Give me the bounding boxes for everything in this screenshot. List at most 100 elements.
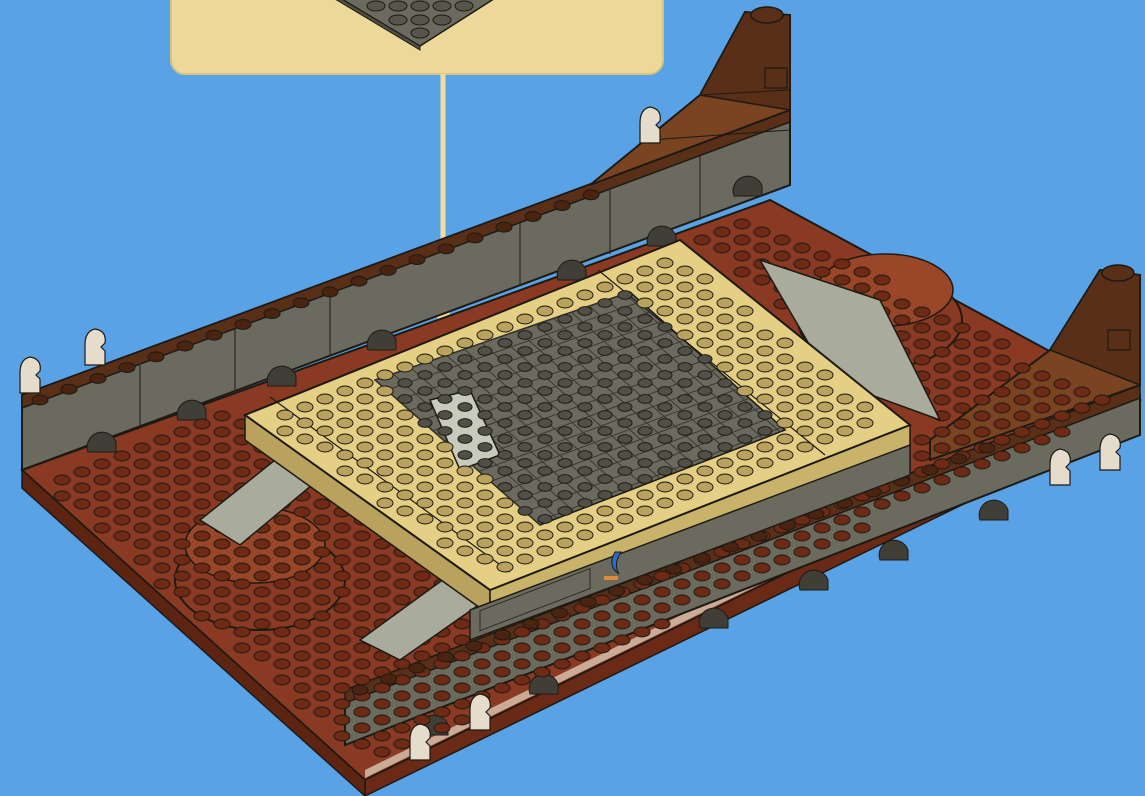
stud bbox=[558, 379, 572, 388]
stud bbox=[337, 386, 353, 396]
stud bbox=[658, 371, 672, 380]
stud bbox=[397, 426, 413, 436]
stud bbox=[638, 347, 652, 356]
stud bbox=[797, 378, 813, 388]
stud bbox=[354, 563, 370, 573]
stud bbox=[657, 258, 673, 268]
stud bbox=[518, 331, 532, 340]
stud bbox=[638, 475, 652, 484]
stud bbox=[154, 547, 170, 557]
stud bbox=[264, 309, 280, 319]
stud bbox=[394, 579, 410, 589]
stud bbox=[314, 627, 330, 637]
stud bbox=[354, 707, 370, 717]
stud bbox=[854, 267, 870, 277]
stud bbox=[523, 619, 539, 629]
stud bbox=[717, 314, 733, 324]
stud bbox=[294, 523, 310, 533]
stud bbox=[658, 339, 672, 348]
stud bbox=[498, 419, 512, 428]
stud bbox=[777, 434, 793, 444]
stud bbox=[317, 410, 333, 420]
stud bbox=[1034, 435, 1050, 445]
stud bbox=[718, 443, 732, 452]
stud bbox=[538, 387, 552, 396]
stud bbox=[558, 427, 572, 436]
stud bbox=[834, 275, 850, 285]
stud bbox=[414, 715, 430, 725]
stud bbox=[134, 443, 150, 453]
stud bbox=[458, 451, 472, 460]
stud bbox=[294, 635, 310, 645]
stud bbox=[558, 491, 572, 500]
stud bbox=[234, 467, 250, 477]
stud bbox=[697, 306, 713, 316]
stud bbox=[954, 339, 970, 349]
stud bbox=[337, 402, 353, 412]
stud bbox=[294, 603, 310, 613]
stud bbox=[954, 387, 970, 397]
stud bbox=[558, 315, 572, 324]
stud bbox=[334, 635, 350, 645]
stud bbox=[1014, 443, 1030, 453]
stud bbox=[214, 475, 230, 485]
stud bbox=[274, 547, 290, 557]
stud bbox=[418, 371, 432, 380]
stud bbox=[618, 467, 632, 476]
stud bbox=[394, 563, 410, 573]
stud bbox=[334, 731, 350, 741]
stud bbox=[538, 515, 552, 524]
stud bbox=[478, 459, 492, 468]
stud bbox=[337, 434, 353, 444]
stud bbox=[974, 379, 990, 389]
stud bbox=[558, 443, 572, 452]
stud bbox=[518, 395, 532, 404]
clip bbox=[640, 107, 660, 143]
stud bbox=[194, 563, 210, 573]
stud bbox=[638, 331, 652, 340]
stud bbox=[478, 443, 492, 452]
stud bbox=[134, 523, 150, 533]
stud bbox=[794, 531, 810, 541]
stud bbox=[277, 410, 293, 420]
stud bbox=[954, 419, 970, 429]
stud bbox=[774, 555, 790, 565]
stud bbox=[777, 354, 793, 364]
stud bbox=[194, 611, 210, 621]
stud bbox=[454, 715, 470, 725]
stud bbox=[694, 571, 710, 581]
stud bbox=[814, 267, 830, 277]
stud bbox=[254, 619, 270, 629]
stud bbox=[478, 363, 492, 372]
stud bbox=[714, 579, 730, 589]
stud bbox=[754, 227, 770, 237]
stud bbox=[538, 403, 552, 412]
stud bbox=[1034, 371, 1050, 381]
stud bbox=[314, 659, 330, 669]
stud bbox=[454, 699, 470, 709]
stud bbox=[634, 611, 650, 621]
stud bbox=[374, 603, 390, 613]
stud bbox=[578, 467, 592, 476]
stud bbox=[677, 330, 693, 340]
stud bbox=[417, 354, 433, 364]
stud bbox=[74, 499, 90, 509]
stud bbox=[734, 235, 750, 245]
stud bbox=[517, 554, 533, 564]
stud bbox=[498, 483, 512, 492]
stud bbox=[214, 411, 230, 421]
stud bbox=[148, 352, 164, 362]
stud bbox=[518, 363, 532, 372]
stud bbox=[598, 379, 612, 388]
stud bbox=[817, 386, 833, 396]
stud bbox=[314, 563, 330, 573]
stud bbox=[614, 619, 630, 629]
stud bbox=[674, 579, 690, 589]
stud bbox=[254, 651, 270, 661]
stud bbox=[374, 683, 390, 693]
stud bbox=[637, 266, 653, 276]
stud bbox=[477, 554, 493, 564]
stud bbox=[837, 426, 853, 436]
stud bbox=[334, 619, 350, 629]
